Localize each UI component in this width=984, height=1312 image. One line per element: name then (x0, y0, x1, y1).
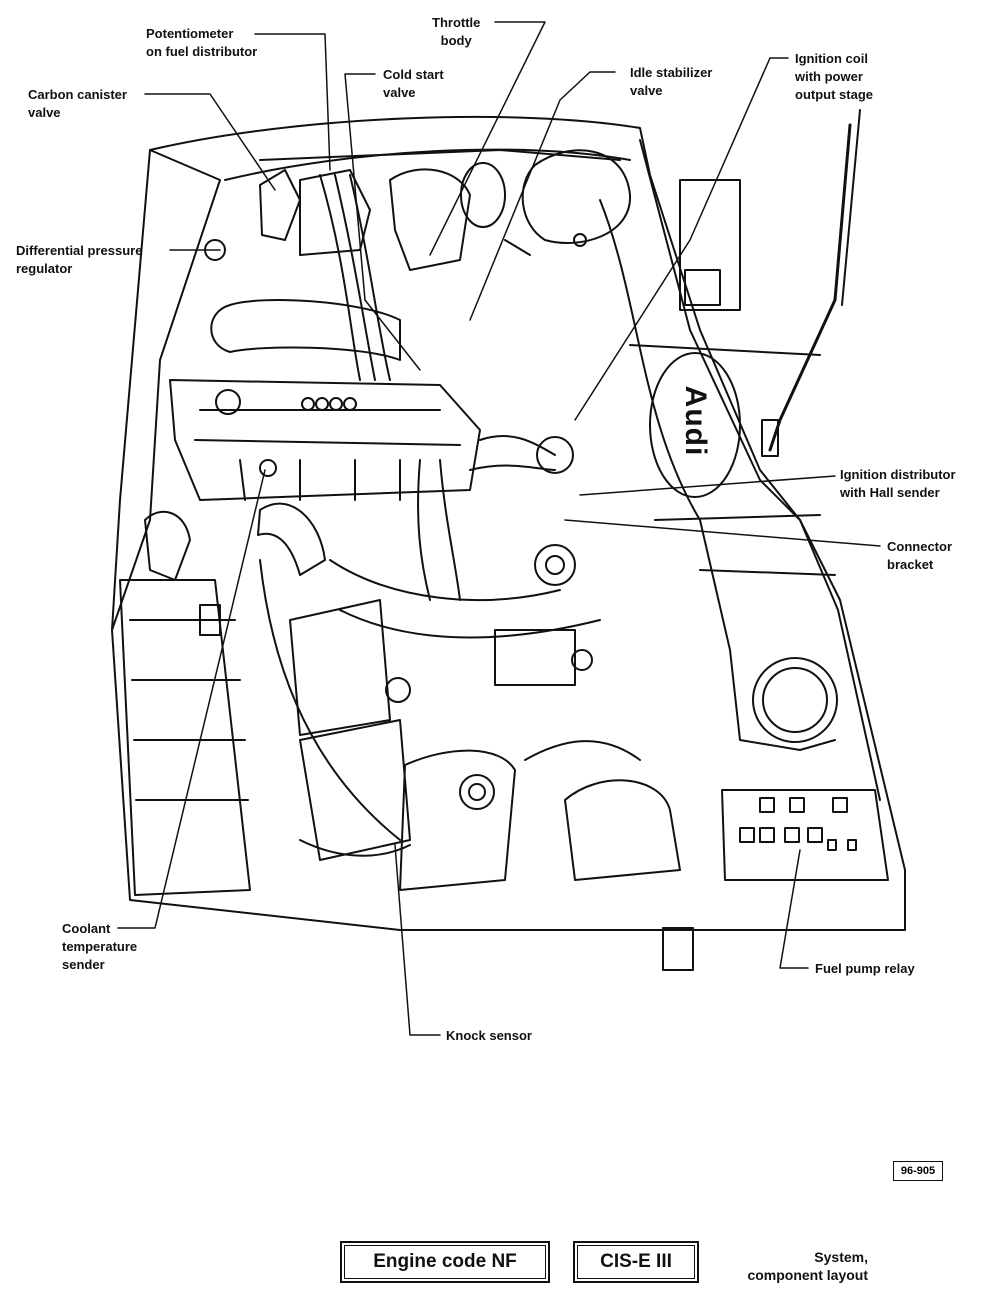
harness-loop-1 (329, 559, 561, 601)
bypass-hose (524, 740, 641, 761)
connector-plug (571, 649, 593, 671)
hood-inner-outline (224, 148, 631, 181)
expansion-tank-cap (459, 774, 495, 810)
strut-tower (521, 149, 632, 244)
upper-radiator-hose (257, 502, 326, 576)
wiper-blade (841, 109, 861, 306)
coil-tower (534, 544, 576, 586)
leader-lines (117, 21, 881, 1036)
engine-block (289, 599, 391, 736)
ignition-coil-body (679, 179, 741, 311)
oil-filler-cap (215, 389, 241, 415)
distributor-leads (469, 434, 556, 471)
expansion-tank-cap-inner (468, 783, 486, 801)
intake-tube (210, 299, 401, 361)
figure-reference: 96-905 (893, 1161, 943, 1181)
idle-stabilizer-bracket (504, 239, 531, 256)
hose-loop-2 (439, 459, 461, 601)
footer-caption: System,component layout (747, 1249, 868, 1283)
strut-center (573, 233, 587, 247)
fender-inner-line (599, 199, 836, 751)
coolant-expansion-tank (399, 749, 516, 891)
wiper-pivot (761, 419, 779, 457)
panel-stripe-1 (629, 344, 821, 356)
label-knock-sensor: Knock sensor (446, 1028, 532, 1043)
injector-lines-2 (334, 174, 376, 381)
left-fender (111, 149, 151, 631)
relay-row-top (759, 797, 848, 813)
relay-row-bottom (739, 827, 857, 851)
coil-tower-inner (545, 555, 565, 575)
radiator-bracket (199, 604, 221, 636)
radiator-core (119, 579, 251, 896)
cowl-line (259, 149, 621, 161)
injector-lines-1 (319, 174, 361, 381)
thermostat-housing (144, 510, 191, 581)
carbon-canister-valve-body (259, 169, 301, 241)
wiper-arm (768, 123, 852, 452)
engine-mount (385, 677, 411, 703)
filler-cap (752, 657, 838, 743)
ignition-coil-output-stage (684, 269, 721, 306)
cam-cover-line (194, 439, 461, 446)
audi-badge-text: Audi (679, 385, 712, 457)
ignition-distributor-cap (536, 436, 574, 474)
control-unit-box (494, 629, 576, 686)
valve-cover-rings (301, 397, 357, 411)
filler-cap-inner (762, 667, 828, 733)
panel-stripe-2 (654, 514, 821, 521)
hose-loop (417, 459, 431, 601)
right-strut-dome (564, 779, 681, 881)
label-fuel-pump-relay: Fuel pump relay (815, 961, 915, 976)
fuse-relay-box (721, 789, 889, 881)
valve-cover (169, 379, 481, 501)
harness-loop-3 (259, 559, 401, 841)
panel-stripe-3 (699, 569, 836, 576)
hood-latch (662, 927, 694, 971)
engine-code-box: Engine code NF (340, 1241, 550, 1283)
harness-loop-2 (339, 609, 601, 639)
engine-block-2 (299, 719, 411, 861)
system-code-box: CIS-E III (573, 1241, 699, 1283)
fuel-distributor (299, 169, 371, 256)
plug-lead-1 (239, 459, 246, 501)
cold-start-valve-body (460, 162, 506, 228)
coolant-temp-sender-body (259, 459, 277, 477)
radiator-fins (129, 619, 249, 801)
knock-sensor-hose (299, 839, 411, 857)
right-fender-panel (639, 139, 881, 801)
audi-badge-oval (649, 352, 741, 498)
hood-opening-outline (111, 115, 906, 931)
intake-boot (389, 168, 471, 271)
